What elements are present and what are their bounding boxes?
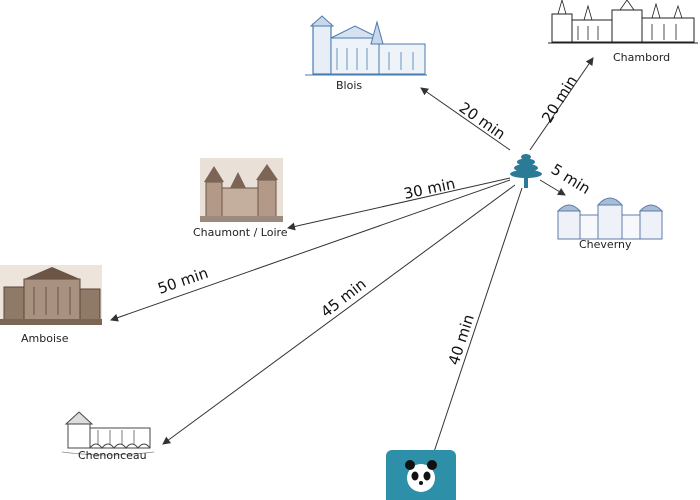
arrow-to-chenonceau bbox=[162, 184, 516, 445]
arrow-to-cheverny bbox=[539, 179, 566, 196]
arrow-to-chaumont bbox=[287, 177, 511, 231]
chenonceau-castle-illustration bbox=[61, 411, 155, 456]
cheverny-castle-illustration bbox=[556, 197, 664, 240]
duration-zoo: 40 min bbox=[445, 312, 478, 367]
label-blois: Blois bbox=[336, 79, 362, 92]
duration-chambord: 20 min bbox=[538, 72, 581, 126]
arrow-to-blois bbox=[420, 87, 511, 151]
arrow-to-chambord bbox=[529, 57, 594, 151]
label-chenonceau: Chenonceau bbox=[78, 449, 147, 462]
chambord-castle-illustration bbox=[548, 0, 698, 44]
blois-castle-illustration bbox=[305, 15, 427, 76]
duration-cheverny: 5 min bbox=[548, 160, 594, 198]
duration-blois: 20 min bbox=[456, 99, 509, 144]
amboise-castle-illustration bbox=[0, 265, 102, 325]
label-chaumont: Chaumont / Loire bbox=[193, 226, 288, 239]
duration-amboise: 50 min bbox=[155, 264, 210, 298]
arrow-to-zoo bbox=[426, 187, 523, 471]
panda-logo-icon bbox=[386, 450, 456, 500]
arrows bbox=[110, 57, 594, 471]
label-amboise: Amboise bbox=[21, 332, 69, 345]
label-chambord: Chambord bbox=[613, 51, 670, 64]
chaumont-castle-illustration bbox=[200, 158, 283, 222]
arrow-to-amboise bbox=[110, 179, 511, 322]
label-cheverny: Cheverny bbox=[579, 238, 632, 251]
duration-chaumont: 30 min bbox=[402, 174, 457, 202]
cedar-tree-icon bbox=[510, 154, 542, 188]
